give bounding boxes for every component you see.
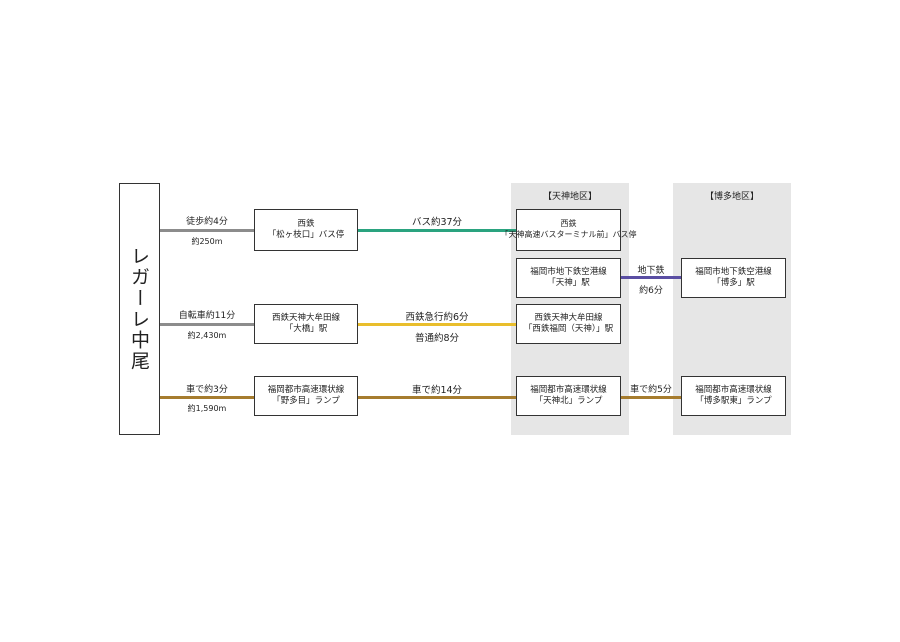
stop-hakata-subway-line1: 福岡市地下鉄空港線 [695, 266, 772, 277]
stop-hakata-subway: 福岡市地下鉄空港線 「博多」駅 [681, 258, 786, 298]
stop-bus-stop-line1: 西鉄 [297, 218, 315, 229]
tenjin-region-title: 【天神地区】 [542, 192, 597, 202]
walk-dist-label: 約250m [191, 237, 223, 246]
stop-tenjinkita-line2: 「天神北」ランプ [534, 396, 603, 406]
bike-time-label: 自転車約11分 [178, 311, 236, 321]
local-label: 普通約8分 [414, 333, 460, 344]
stop-tenjinkita-line1: 福岡都市高速環状線 [530, 384, 607, 395]
car-ride2-label: 車で約5分 [630, 385, 672, 395]
stop-tenjin-bus-line1: 西鉄 [560, 219, 577, 229]
stop-ohashi: 西鉄天神大牟田線 「大橋」駅 [254, 304, 358, 344]
stop-tenjinkita: 福岡都市高速環状線 「天神北」ランプ [516, 376, 621, 416]
stop-nishitetsu-fukuoka-line2: 「西鉄福岡（天神）」駅 [523, 324, 614, 334]
stop-hakataekihigashi-line1: 福岡都市高速環状線 [695, 384, 772, 395]
stop-ohashi-line2: 「大橋」駅 [284, 324, 328, 334]
expressway-line [358, 396, 516, 399]
stop-bus-stop: 西鉄 「松ヶ枝口」バス停 [254, 209, 358, 251]
bus-ride-label: バス約37分 [411, 217, 463, 228]
walk-line [160, 229, 254, 232]
bike-dist-label: 約2,430m [187, 331, 227, 340]
subway-line [621, 276, 681, 279]
car-ride-label: 車で約14分 [411, 385, 463, 396]
stop-tenjin-bus-line2: 「天神高速バスターミナル前」バス停 [500, 230, 637, 239]
stop-bus-stop-line2: 「松ヶ枝口」バス停 [267, 230, 345, 240]
stop-notame-line2: 「野多目」ランプ [272, 396, 340, 406]
stop-nishitetsu-fukuoka-line1: 西鉄天神大牟田線 [534, 312, 603, 323]
express-label: 西鉄急行約6分 [405, 312, 469, 323]
stop-notame: 福岡都市高速環状線 「野多目」ランプ [254, 376, 358, 416]
nishitetsu-line [358, 323, 516, 326]
bike-line [160, 323, 254, 326]
hakata-region-title: 【博多地区】 [704, 192, 759, 202]
stop-nishitetsu-fukuoka: 西鉄天神大牟田線 「西鉄福岡（天神）」駅 [516, 304, 621, 344]
stop-tenjin-subway: 福岡市地下鉄空港線 「天神」駅 [516, 258, 621, 298]
stop-hakata-subway-line2: 「博多」駅 [712, 278, 755, 288]
subway-time-label: 約6分 [639, 286, 663, 296]
origin-label: レガーレ中尾 [128, 246, 150, 372]
stop-ohashi-line1: 西鉄天神大牟田線 [271, 312, 340, 323]
origin-box: レガーレ中尾 [119, 183, 160, 435]
car-line [160, 396, 254, 399]
car-dist-label: 約1,590m [187, 404, 227, 413]
stop-tenjin-bus: 西鉄 「天神高速バスターミナル前」バス停 [501, 209, 637, 251]
walk-time-label: 徒歩約4分 [186, 217, 228, 227]
stop-tenjin-subway-line2: 「天神」駅 [547, 278, 590, 288]
stop-tenjin-subway-line1: 福岡市地下鉄空港線 [530, 266, 607, 277]
stop-notame-line1: 福岡都市高速環状線 [267, 384, 345, 395]
car-time-label: 車で約3分 [186, 385, 228, 395]
stop-hakataekihigashi: 福岡都市高速環状線 「博多駅東」ランプ [681, 376, 786, 416]
expressway-line-2 [621, 396, 681, 399]
stop-hakataekihigashi-line2: 「博多駅東」ランプ [695, 396, 772, 406]
bus-line [358, 229, 516, 232]
subway-label: 地下鉄 [637, 266, 665, 276]
